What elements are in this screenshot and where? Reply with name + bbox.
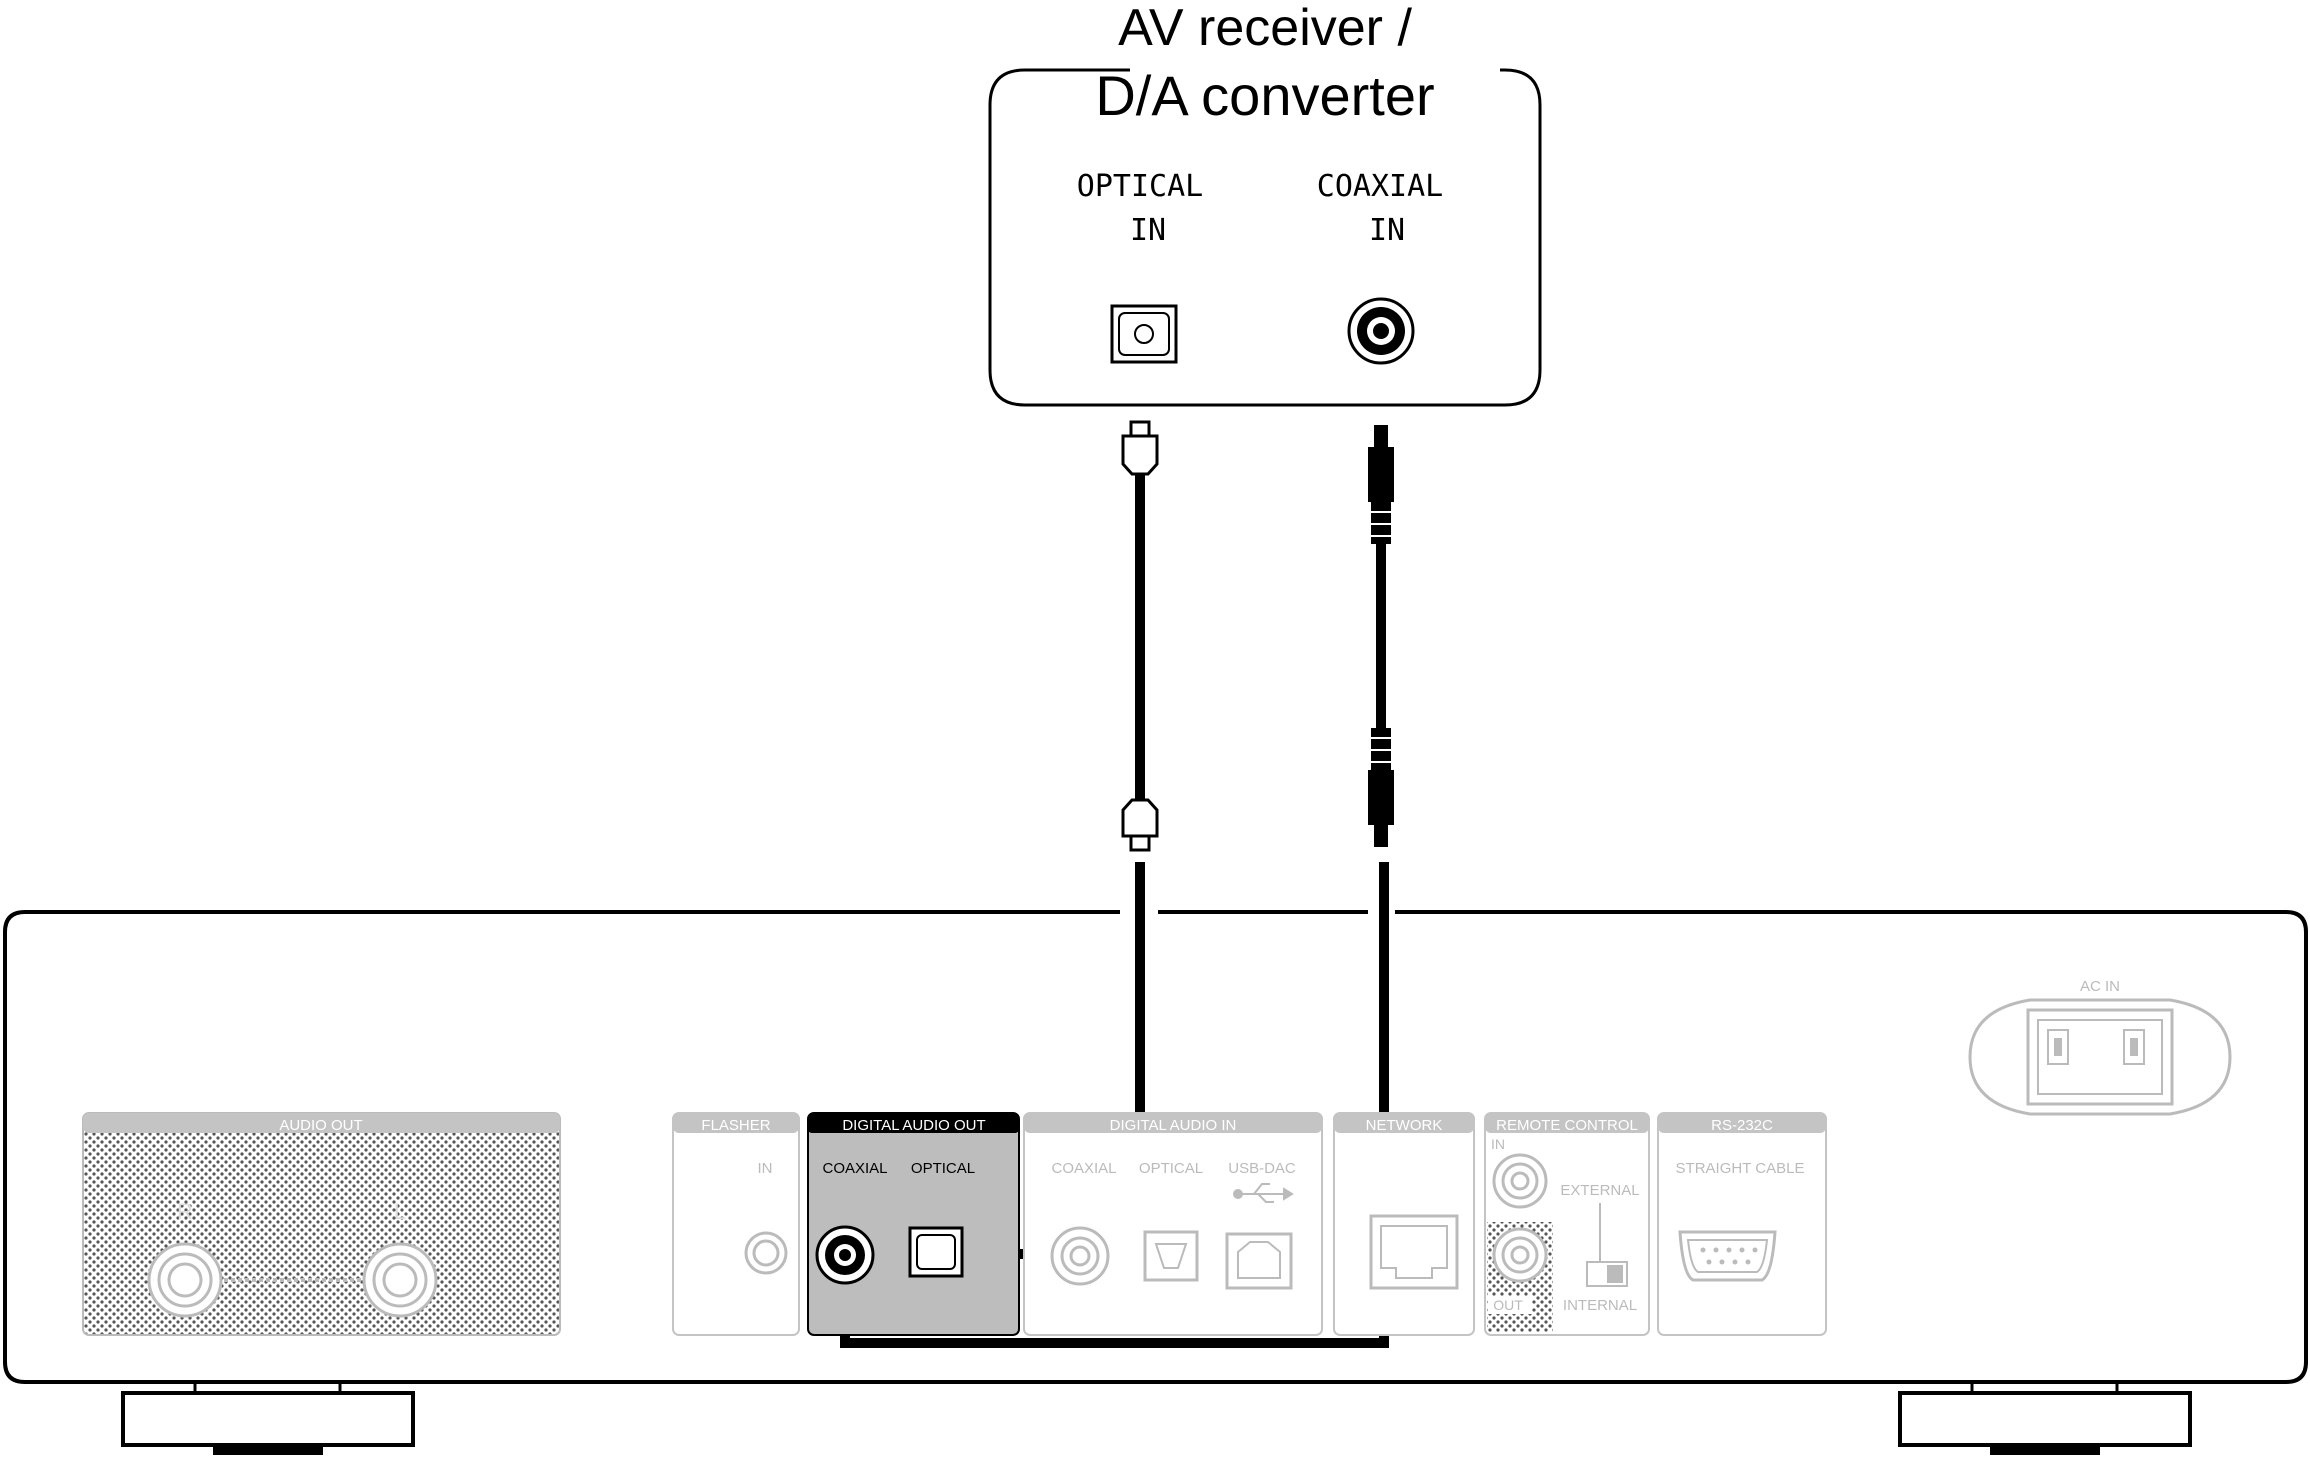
rca-jack-left-icon <box>362 1242 438 1318</box>
flasher-section: FLASHER IN <box>672 1112 800 1336</box>
player-rear-panel <box>3 910 2308 1455</box>
ac-in-label: AC IN <box>2080 978 2120 995</box>
ac-inlet-icon <box>1968 998 2232 1116</box>
usb-icon <box>1233 1183 1294 1203</box>
coaxial-in-label-line1: COAXIAL <box>1317 169 1443 204</box>
receiver-title-line1: AV receiver / <box>1118 0 1412 57</box>
digital-audio-in-section: DIGITAL AUDIO IN COAXIAL OPTICAL USB-DAC <box>1023 1112 1323 1336</box>
external-internal-switch-icon <box>1586 1261 1628 1287</box>
optical-jack-icon <box>1110 304 1178 364</box>
rs232c-cable-label: STRAIGHT CABLE <box>1676 1160 1805 1177</box>
flasher-header: FLASHER <box>701 1117 770 1134</box>
ac-in-section: AC IN <box>1968 978 2232 1116</box>
left-foot <box>121 1382 415 1455</box>
rs232c-header: RS-232C <box>1711 1117 1773 1134</box>
remote-control-out-label: OUT <box>1493 1297 1523 1313</box>
right-foot <box>1898 1382 2192 1455</box>
receiver-title-line2: D/A converter <box>1095 64 1434 127</box>
digital-audio-in-header: DIGITAL AUDIO IN <box>1110 1117 1237 1134</box>
coaxial-in-jack-icon <box>1050 1226 1110 1286</box>
coaxial-in-label-line2: IN <box>1369 213 1405 248</box>
audio-out-section: AUDIO OUT R L <box>82 1112 561 1336</box>
digital-audio-in-usb-dac-label: USB-DAC <box>1228 1160 1296 1177</box>
digital-audio-out-optical-label: OPTICAL <box>911 1160 975 1177</box>
remote-out-jack-icon <box>1492 1227 1548 1283</box>
remote-control-internal-label: INTERNAL <box>1563 1297 1637 1314</box>
coaxial-jack-icon <box>1347 297 1415 365</box>
audio-out-right-label: R <box>177 1199 193 1224</box>
optical-out-jack-icon <box>908 1226 964 1278</box>
flasher-in-label: IN <box>758 1160 773 1177</box>
flasher-jack-icon <box>744 1231 788 1275</box>
digital-audio-out-section: DIGITAL AUDIO OUT COAXIAL OPTICAL <box>807 1112 1020 1336</box>
remote-in-jack-icon <box>1492 1153 1548 1209</box>
remote-control-section: REMOTE CONTROL IN OUT EXTERNAL INTERNAL <box>1484 1112 1650 1336</box>
db9-port-icon <box>1678 1230 1777 1282</box>
remote-control-header: REMOTE CONTROL <box>1496 1117 1638 1134</box>
digital-audio-out-header: DIGITAL AUDIO OUT <box>842 1117 985 1134</box>
digital-audio-out-coaxial-label: COAXIAL <box>822 1160 887 1177</box>
network-section: NETWORK <box>1333 1112 1475 1336</box>
digital-audio-in-optical-label: OPTICAL <box>1139 1160 1203 1177</box>
optical-in-label-line2: IN <box>1130 213 1166 248</box>
ethernet-port-icon <box>1369 1214 1459 1290</box>
audio-out-left-label: L <box>394 1199 406 1224</box>
remote-control-in-label: IN <box>1491 1136 1505 1152</box>
rca-jack-right-icon <box>147 1242 223 1318</box>
rs232c-section: RS-232C STRAIGHT CABLE <box>1657 1112 1827 1336</box>
audio-out-header: AUDIO OUT <box>279 1117 362 1134</box>
coaxial-out-jack-icon <box>815 1225 875 1285</box>
network-header: NETWORK <box>1366 1117 1443 1134</box>
av-receiver-box: AV receiver / D/A converter OPTICAL IN C… <box>988 0 1542 407</box>
usb-b-port-icon <box>1225 1232 1293 1290</box>
digital-audio-in-coaxial-label: COAXIAL <box>1051 1160 1116 1177</box>
optical-in-jack-icon <box>1143 1230 1199 1282</box>
optical-in-label-line1: OPTICAL <box>1077 169 1203 204</box>
remote-control-external-label: EXTERNAL <box>1560 1182 1639 1199</box>
